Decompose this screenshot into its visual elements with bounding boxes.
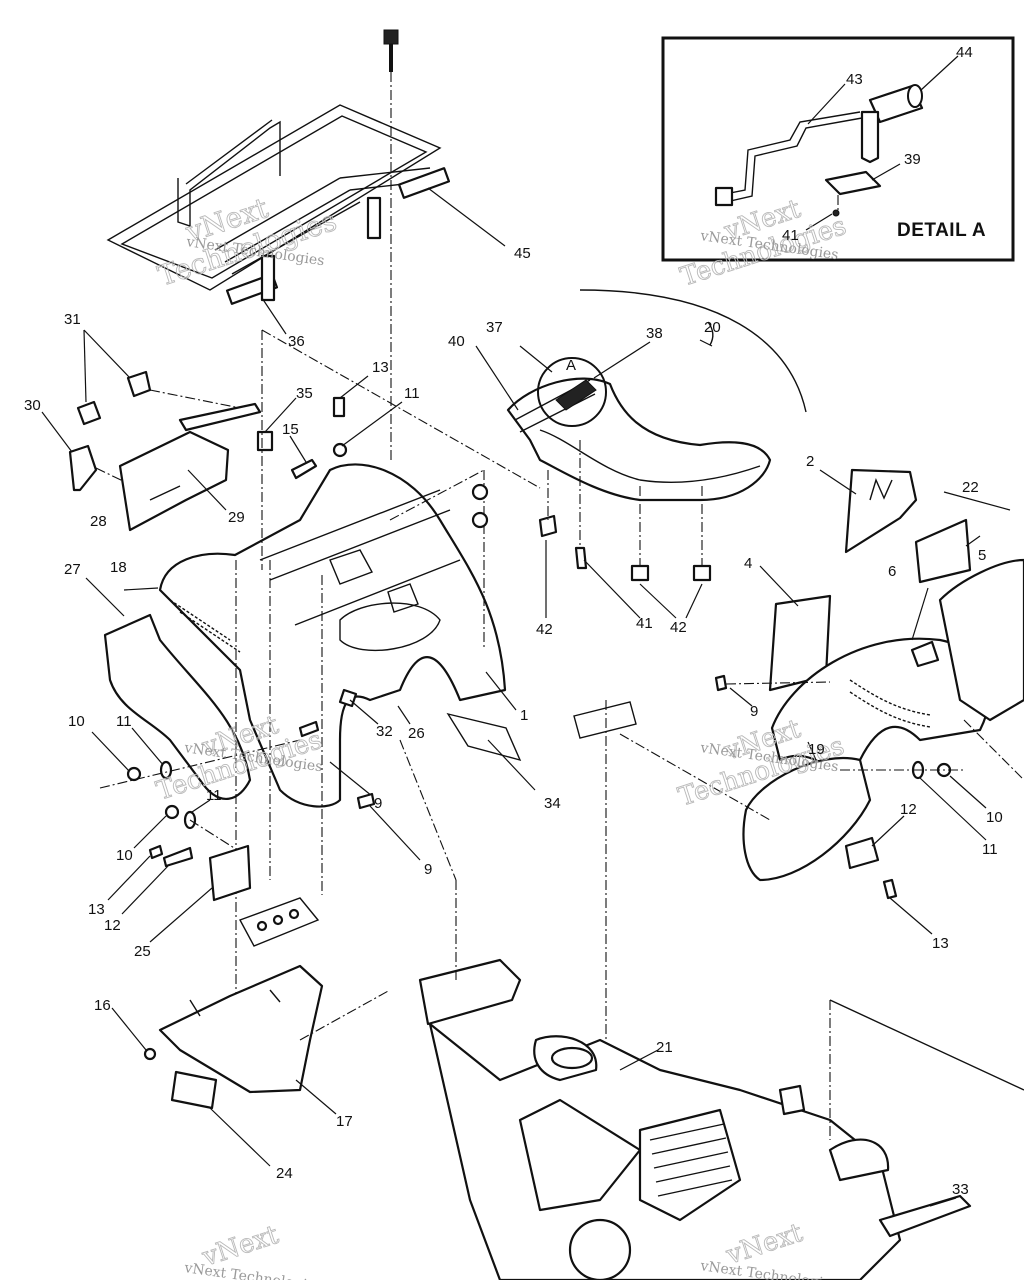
callout-11-a: 11 — [116, 713, 132, 730]
callout-41: 41 — [636, 615, 653, 632]
callout-36: 36 — [288, 333, 305, 350]
rear-rack — [106, 104, 506, 335]
callout-24: 24 — [276, 1165, 293, 1182]
svg-text:vNext Technologies: vNext Technologies — [182, 1260, 323, 1280]
callout-12-left: 12 — [104, 917, 121, 934]
callout-17: 17 — [336, 1113, 353, 1130]
callout-6: 6 — [888, 563, 896, 580]
callout-35: 35 — [296, 385, 313, 402]
callout-44: 44 — [956, 44, 973, 61]
callout-10-right: 10 — [986, 809, 1003, 826]
callout-21: 21 — [656, 1039, 673, 1056]
callout-31: 31 — [64, 311, 81, 328]
frame-engine — [399, 700, 1024, 1280]
callout-25: 25 — [134, 943, 151, 960]
lower-left-parts — [91, 727, 391, 1167]
callout-13-left: 13 — [88, 901, 105, 918]
callout-9-right: 9 — [750, 703, 758, 720]
callout-42-b: 42 — [670, 619, 687, 636]
front-fender — [573, 468, 1024, 935]
callout-34: 34 — [544, 795, 561, 812]
callout-32: 32 — [376, 723, 393, 740]
callout-28: 28 — [90, 513, 107, 530]
callout-33: 33 — [952, 1181, 969, 1198]
callout-39: 39 — [904, 151, 921, 168]
callout-2: 2 — [806, 453, 814, 470]
detail-marker: A — [566, 357, 576, 374]
callout-12-right: 12 — [900, 801, 917, 818]
rear-fender — [85, 329, 541, 1010]
callout-29: 29 — [228, 509, 245, 526]
callout-10-a: 10 — [68, 713, 85, 730]
callout-41-detail: 41 — [782, 227, 799, 244]
callout-11-b: 11 — [206, 787, 222, 804]
callout-16: 16 — [94, 997, 111, 1014]
callout-5: 5 — [978, 547, 986, 564]
callout-43: 43 — [846, 71, 863, 88]
callout-26: 26 — [408, 725, 425, 742]
callout-9-b: 9 — [424, 861, 432, 878]
callout-10-b: 10 — [116, 847, 133, 864]
callout-42-a: 42 — [536, 621, 553, 638]
callout-1: 1 — [520, 707, 528, 724]
callout-labels: DETAIL A A 44 43 39 41 45 36 31 30 35 13… — [24, 44, 1003, 1198]
callout-15: 15 — [282, 421, 299, 438]
detail-a-title: DETAIL A — [897, 220, 986, 241]
rack-bolt — [383, 29, 399, 460]
callout-11-top: 11 — [404, 385, 420, 402]
callout-30: 30 — [24, 397, 41, 414]
left-small-parts — [41, 329, 403, 532]
callout-22: 22 — [962, 479, 979, 496]
callout-45: 45 — [514, 245, 531, 262]
callout-27: 27 — [64, 561, 81, 578]
callout-11-right: 11 — [982, 841, 998, 858]
callout-38: 38 — [646, 325, 663, 342]
callout-20: 20 — [704, 319, 721, 336]
callout-13-right: 13 — [932, 935, 949, 952]
callout-37: 37 — [486, 319, 503, 336]
detail-a-inset — [661, 36, 1015, 262]
callout-9-a: 9 — [374, 795, 382, 812]
seat — [475, 289, 807, 619]
callout-13-top: 13 — [372, 359, 389, 376]
callout-19: 19 — [808, 741, 825, 758]
callout-18: 18 — [110, 559, 127, 576]
callout-40: 40 — [448, 333, 465, 350]
callout-4: 4 — [744, 555, 752, 572]
